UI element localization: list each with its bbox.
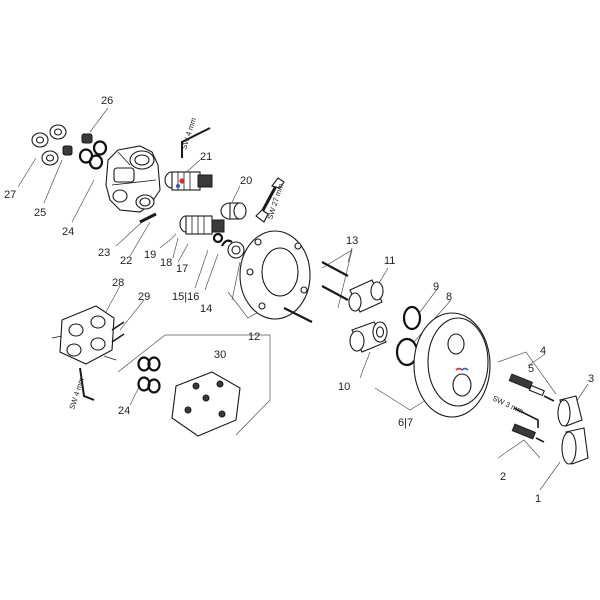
label-22: 22 bbox=[120, 255, 132, 267]
extension-11 bbox=[348, 279, 384, 313]
handle-1 bbox=[561, 427, 589, 465]
rough-plate-12 bbox=[239, 230, 311, 320]
adapter-20 bbox=[220, 202, 247, 220]
label-17: 17 bbox=[176, 263, 188, 275]
screw-22 bbox=[139, 212, 157, 224]
label-2: 2 bbox=[500, 471, 506, 483]
label-12: 12 bbox=[248, 331, 260, 343]
valve-body bbox=[105, 145, 161, 213]
label-26: 26 bbox=[101, 95, 113, 107]
o-ring-24-top bbox=[78, 140, 108, 170]
part-labels: 26 27 25 24 21 20 23 19 22 18 17 15|16 1… bbox=[4, 95, 594, 505]
label-25: 25 bbox=[34, 207, 46, 219]
label-13: 13 bbox=[346, 235, 358, 247]
spindle-2 bbox=[511, 423, 545, 443]
label-5: 5 bbox=[528, 363, 534, 375]
label-6-7: 6|7 bbox=[398, 417, 413, 429]
key-sw3 bbox=[513, 407, 539, 428]
label-14: 14 bbox=[200, 303, 212, 315]
key-sw4-bottom bbox=[79, 367, 95, 401]
label-20: 20 bbox=[240, 175, 252, 187]
label-28: 28 bbox=[112, 277, 124, 289]
trim-plate-6-7 bbox=[413, 312, 491, 418]
spindle-5 bbox=[508, 373, 555, 402]
label-4: 4 bbox=[540, 345, 546, 357]
cartridge-18 bbox=[179, 215, 225, 244]
label-24-bottom: 24 bbox=[118, 405, 130, 417]
screws-29 bbox=[111, 321, 125, 343]
sleeve-10 bbox=[349, 321, 388, 353]
label-27: 27 bbox=[4, 189, 16, 201]
wrench-sw27 bbox=[255, 177, 285, 223]
label-10: 10 bbox=[338, 381, 350, 393]
label-21: 21 bbox=[200, 151, 212, 163]
label-23: 23 bbox=[98, 247, 110, 259]
nut-14 bbox=[221, 239, 245, 259]
label-1: 1 bbox=[535, 493, 541, 505]
cap-27 bbox=[31, 124, 67, 166]
check-valve-25 bbox=[62, 133, 93, 156]
o-ring-24-bottom bbox=[137, 356, 161, 394]
label-11: 11 bbox=[384, 255, 395, 267]
label-3: 3 bbox=[588, 373, 594, 385]
o-ring-9 bbox=[402, 305, 422, 331]
label-9: 9 bbox=[433, 281, 439, 293]
handle-3 bbox=[557, 395, 583, 427]
label-24-top: 24 bbox=[62, 226, 74, 238]
label-19: 19 bbox=[144, 249, 156, 261]
screws-13 bbox=[283, 261, 349, 323]
tool-sw4-top: SW 4 mm bbox=[179, 117, 198, 151]
cartridge-21 bbox=[164, 171, 213, 191]
tool-sw3: SW 3 mm bbox=[491, 394, 525, 416]
stop-block-28 bbox=[51, 305, 117, 365]
gasket-30 bbox=[171, 371, 241, 437]
key-sw4-top bbox=[181, 127, 211, 158]
label-30: 30 bbox=[214, 349, 226, 361]
label-29: 29 bbox=[138, 291, 150, 303]
label-18: 18 bbox=[160, 257, 172, 269]
label-15-16: 15|16 bbox=[172, 291, 199, 303]
label-8: 8 bbox=[446, 291, 452, 303]
